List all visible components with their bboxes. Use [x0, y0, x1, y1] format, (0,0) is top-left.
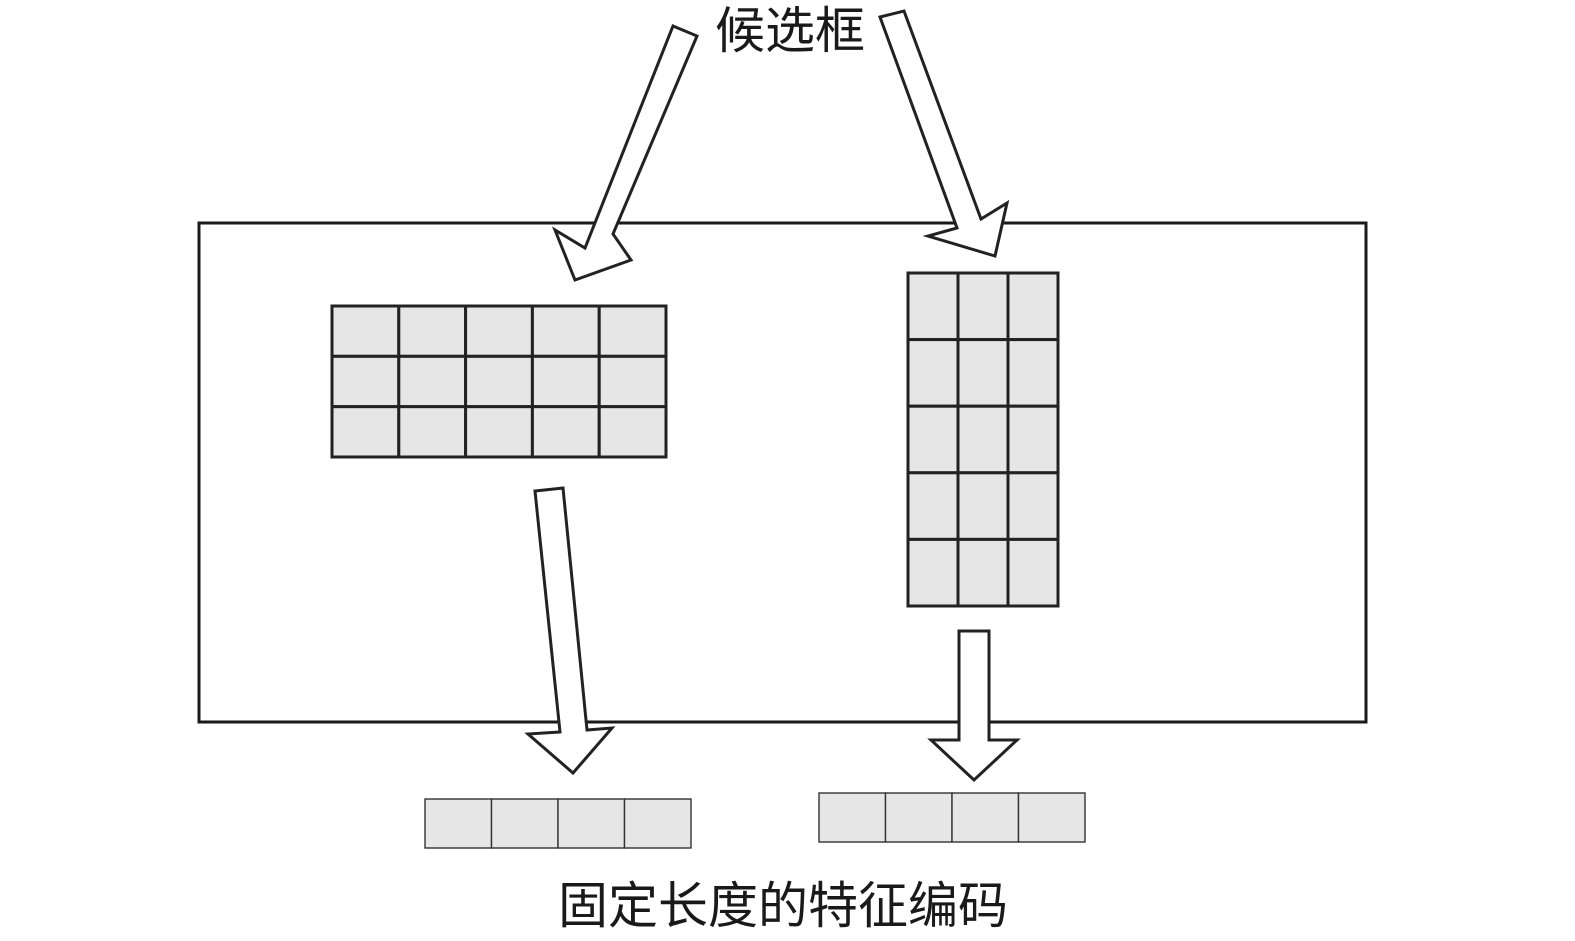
arrow-to-wide-proposal: [551, 24, 699, 282]
tall-proposal-cell: [906, 537, 960, 608]
wide-proposal-cell: [330, 405, 401, 459]
tall-proposal-cell: [956, 338, 1010, 408]
left-vector-cell: [490, 798, 559, 849]
tall-proposal-cell: [1006, 471, 1060, 541]
arrow-to-tall-proposal: [878, 9, 1010, 258]
wide-proposal-cell: [464, 354, 534, 409]
wide-proposal-cell: [464, 304, 534, 358]
right-vector-cell: [818, 792, 887, 843]
tall-proposal-cell: [1006, 404, 1060, 475]
feature-map-frame: [197, 221, 1368, 724]
tall-proposal-cell: [906, 471, 960, 541]
tall-proposal-cell: [906, 404, 960, 475]
right-vector-cell: [884, 792, 953, 843]
left-vector-cell: [424, 798, 493, 849]
tall-proposal-cell: [956, 537, 1010, 608]
wide-proposal-cell: [464, 405, 534, 459]
wide-proposal-cell: [597, 304, 668, 358]
wide-proposal-cell: [330, 304, 401, 358]
right-vector-cell: [1017, 792, 1086, 843]
right-vector-cell: [951, 792, 1020, 843]
proposal-grid-wide: [330, 304, 668, 459]
tall-proposal-cell: [1006, 271, 1060, 342]
tall-proposal-cell: [956, 271, 1010, 342]
wide-proposal-cell: [597, 354, 668, 409]
wide-proposal-cell: [530, 304, 601, 358]
left-vector-cell: [557, 798, 626, 849]
proposal-grid-tall: [906, 271, 1060, 608]
tall-proposal-cell: [906, 338, 960, 408]
arrow-to-left-vector: [524, 486, 616, 776]
feature-vector-left: [424, 798, 692, 849]
tall-proposal-cell: [906, 271, 960, 342]
wide-proposal-cell: [597, 405, 668, 459]
wide-proposal-cell: [330, 354, 401, 409]
wide-proposal-cell: [397, 354, 468, 409]
wide-proposal-cell: [530, 354, 601, 409]
tall-proposal-cell: [956, 404, 1010, 475]
wide-proposal-cell: [397, 304, 468, 358]
left-vector-cell: [623, 798, 692, 849]
tall-proposal-cell: [956, 471, 1010, 541]
tall-proposal-cell: [1006, 537, 1060, 608]
wide-proposal-cell: [530, 405, 601, 459]
feature-vector-right: [818, 792, 1086, 843]
wide-proposal-cell: [397, 405, 468, 459]
candidate-box-label: 候选框: [715, 2, 865, 60]
arrow-to-right-vector: [927, 629, 1021, 783]
fixed-length-feature-label: 固定长度的特征编码: [558, 877, 1008, 935]
tall-proposal-cell: [1006, 338, 1060, 408]
